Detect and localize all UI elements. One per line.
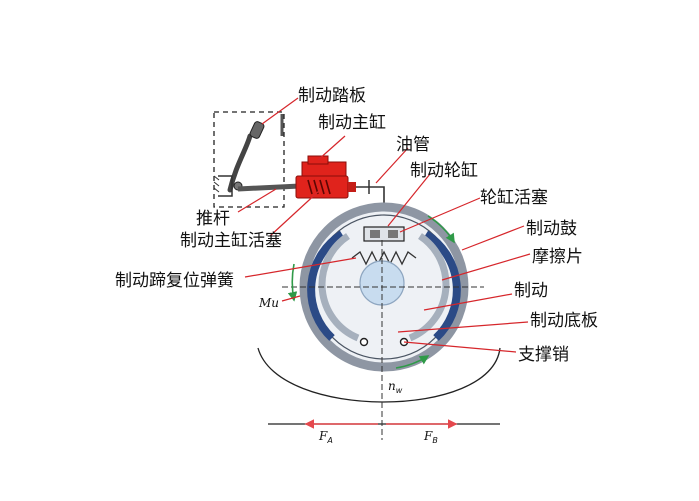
support-pin-left [359, 337, 369, 347]
leader-wheel-piston [399, 197, 481, 233]
leader-shoe [423, 293, 513, 311]
leader-return-spring [244, 257, 357, 278]
brake-pedal [213, 114, 284, 197]
label-wheel-piston: 轮缸活塞 [480, 187, 548, 208]
friction-pad-right [423, 230, 461, 341]
label-return-spring: 制动蹄复位弹簧 [115, 271, 234, 291]
return-spring [351, 250, 417, 266]
symbol-speed: nw [388, 379, 403, 395]
ground-arc [257, 347, 501, 403]
label-pedal: 制动踏板 [298, 86, 366, 106]
label-backing-plate: 制动底板 [530, 311, 598, 331]
leader-friction-pad [441, 253, 531, 281]
symbol-torque: Mu [258, 296, 279, 310]
master-cylinder [295, 155, 356, 199]
label-drum: 制动鼓 [526, 219, 577, 239]
label-master-cylinder: 制动主缸 [318, 112, 386, 133]
label-oil-pipe: 油管 [396, 135, 430, 155]
label-push-rod: 推杆 [196, 209, 230, 229]
brake-shoe-left [318, 233, 360, 342]
leader-support-pin [403, 341, 517, 353]
pedal-frame [213, 111, 285, 208]
leader-torque [281, 295, 301, 302]
leader-master-cylinder [317, 135, 346, 161]
label-shoe: 制动 [514, 281, 548, 301]
symbol-force-b: FB [423, 429, 438, 445]
leader-backing-plate [397, 321, 529, 333]
drum-rotation-arrow-bottom [395, 355, 430, 369]
torque-arrow [287, 263, 298, 302]
friction-pad-left [307, 230, 345, 341]
leader-pedal [261, 97, 299, 125]
leader-push-rod [237, 188, 277, 213]
leader-drum [461, 225, 525, 251]
leader-wheel-cylinder [387, 173, 431, 227]
drum-rotation-arrow-top [427, 215, 455, 244]
label-master-piston: 制动主缸活塞 [180, 230, 282, 251]
label-support-pin: 支撑销 [518, 345, 569, 365]
leader-oil-pipe [375, 147, 409, 184]
wheel-cylinder [363, 226, 405, 242]
leader-master-piston [269, 189, 321, 237]
symbol-force-a: FA [318, 429, 333, 445]
push-rod [237, 183, 301, 192]
label-wheel-cylinder: 制动轮缸 [410, 160, 478, 181]
label-friction-pad: 摩擦片 [532, 247, 583, 267]
